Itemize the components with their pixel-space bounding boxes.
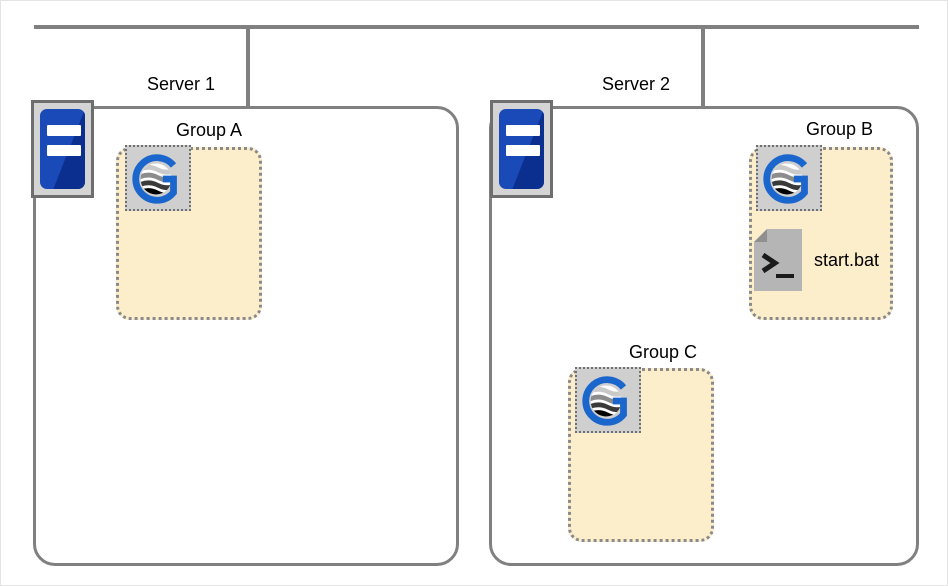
server-chassis-icon xyxy=(490,100,553,198)
file-node-start-bat[interactable]: start.bat xyxy=(754,229,879,291)
server-chassis-icon xyxy=(31,100,94,198)
network-branch-server1 xyxy=(246,27,250,107)
network-branch-server2 xyxy=(701,27,705,107)
glassfish-icon[interactable] xyxy=(756,145,822,211)
group-label-groupB: Group B xyxy=(806,119,874,139)
glassfish-icon[interactable] xyxy=(125,145,191,211)
network-bus-line xyxy=(34,25,919,29)
bat-file-icon xyxy=(754,229,802,291)
glassfish-icon[interactable] xyxy=(575,367,641,433)
group-label-groupA: Group A xyxy=(176,120,243,140)
group-label-groupC: Group C xyxy=(629,342,698,362)
server-label-server1: Server 1 xyxy=(147,74,216,94)
file-label-start-bat: start.bat xyxy=(814,250,880,270)
server-label-server2: Server 2 xyxy=(602,74,671,94)
